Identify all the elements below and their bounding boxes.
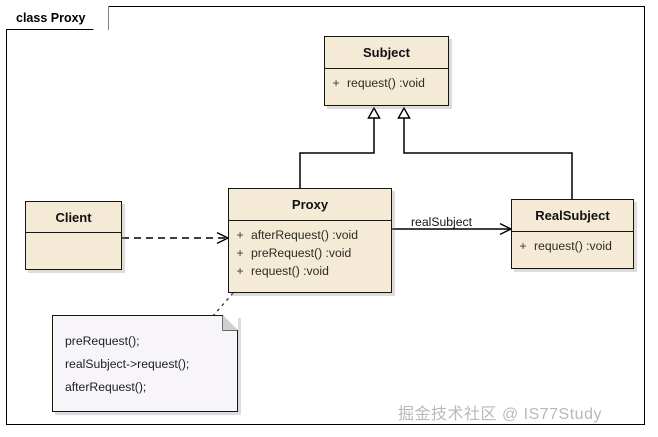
- member-signature: request() :void: [534, 239, 612, 253]
- note-line: preRequest();: [65, 334, 140, 348]
- diagram-frame-label-tab: class Proxy: [6, 5, 109, 31]
- member-visibility: +: [332, 76, 340, 90]
- member-visibility: +: [236, 246, 244, 260]
- class-box-subject[interactable]: Subject + request() :void: [324, 36, 449, 106]
- member-visibility: +: [236, 264, 244, 278]
- note-body: preRequest(); realSubject->request(); af…: [53, 316, 237, 407]
- watermark-label: 掘金技术社区 @ IS77Study: [398, 406, 602, 423]
- class-member-row[interactable]: + preRequest() :void: [229, 244, 391, 262]
- member-signature: request() :void: [251, 264, 329, 278]
- association-label-text: realSubject: [411, 215, 472, 229]
- class-title-subject: Subject: [325, 37, 448, 69]
- class-box-client[interactable]: Client: [25, 201, 122, 270]
- class-box-realsubject[interactable]: RealSubject + request() :void: [511, 199, 634, 269]
- association-label-realsubject: realSubject: [411, 215, 472, 229]
- class-box-proxy[interactable]: Proxy + afterRequest() :void + preReques…: [228, 188, 392, 293]
- class-members-proxy: + afterRequest() :void + preRequest() :v…: [229, 221, 391, 285]
- member-signature: preRequest() :void: [251, 246, 352, 260]
- class-members-realsubject: + request() :void: [512, 232, 633, 260]
- note-box-proxy-request-body[interactable]: preRequest(); realSubject->request(); af…: [52, 314, 239, 412]
- class-title-client: Client: [26, 202, 121, 233]
- class-members-client: [26, 233, 121, 300]
- note-line: afterRequest();: [65, 380, 147, 394]
- class-member-row[interactable]: + request() :void: [325, 74, 448, 92]
- watermark-text: 掘金技术社区 @ IS77Study: [398, 400, 602, 424]
- diagram-frame: [6, 6, 645, 425]
- class-members-subject: + request() :void: [325, 69, 448, 97]
- class-name-subject: Subject: [363, 45, 410, 60]
- class-name-client: Client: [55, 209, 92, 225]
- diagram-frame-label: class Proxy: [16, 10, 86, 25]
- member-signature: afterRequest() :void: [251, 228, 359, 242]
- class-member-row[interactable]: + request() :void: [512, 237, 633, 255]
- member-visibility: +: [519, 239, 527, 253]
- class-member-row[interactable]: + request() :void: [229, 262, 391, 280]
- class-name-realsubject: RealSubject: [535, 208, 610, 223]
- member-visibility: +: [236, 228, 244, 242]
- class-member-row[interactable]: + afterRequest() :void: [229, 226, 391, 244]
- frame-tab-notch: [92, 5, 109, 31]
- member-signature: request() :void: [347, 76, 425, 90]
- class-title-realsubject: RealSubject: [512, 200, 633, 232]
- note-line: realSubject->request();: [65, 357, 190, 371]
- class-title-proxy: Proxy: [229, 189, 391, 221]
- class-name-proxy: Proxy: [291, 197, 329, 212]
